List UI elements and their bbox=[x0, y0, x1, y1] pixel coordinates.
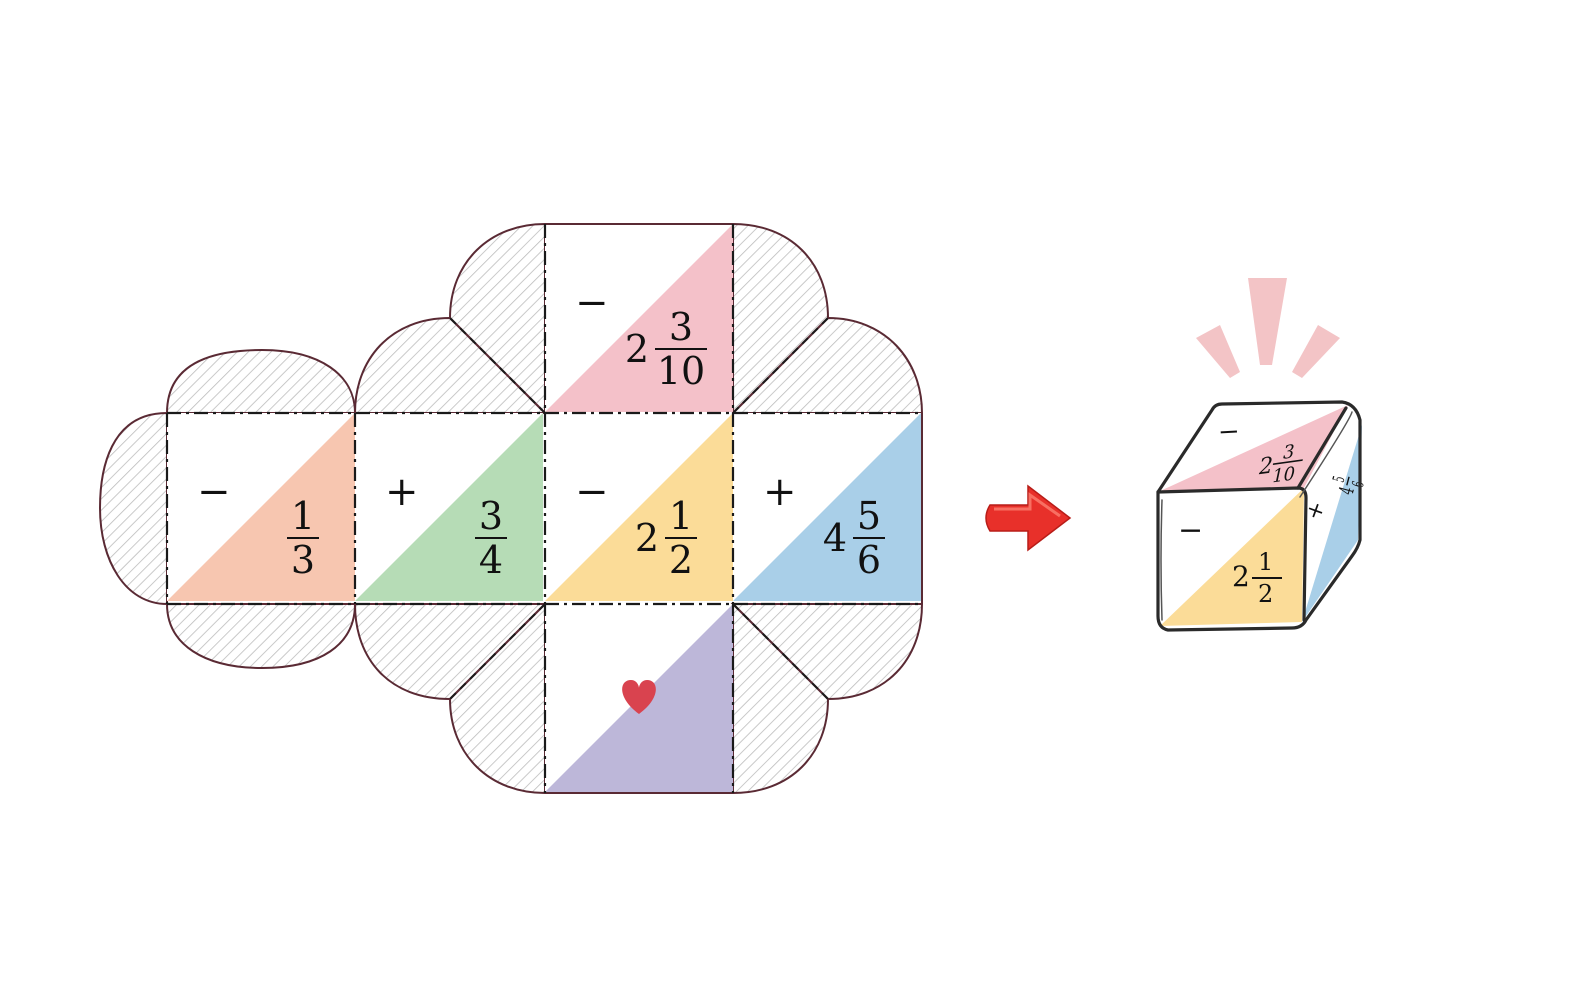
face-operator: − bbox=[575, 469, 609, 515]
face-colored-triangle bbox=[167, 413, 355, 601]
glue-flaps bbox=[98, 222, 924, 795]
cube-side-numerator: 5 bbox=[1330, 474, 1349, 484]
flap-top-right bbox=[732, 222, 830, 416]
cube-front-op: − bbox=[1178, 513, 1203, 548]
face-numerator: 3 bbox=[479, 494, 503, 538]
net-outline bbox=[545, 223, 923, 794]
fold-lines bbox=[165, 224, 922, 793]
face-operator: − bbox=[575, 280, 609, 326]
dice-illustration: − 2 3 10 + 4 5 6 − 2 1 bbox=[1156, 278, 1369, 632]
cube-front-whole: 2 bbox=[1232, 560, 1250, 593]
face-whole-number: 2 bbox=[625, 327, 649, 371]
face-denominator: 3 bbox=[291, 538, 315, 582]
cube-top-op: − bbox=[1217, 417, 1240, 448]
face-denominator: 10 bbox=[657, 349, 705, 393]
cube-top-denominator: 10 bbox=[1270, 463, 1297, 487]
face-numerator: 1 bbox=[669, 494, 693, 538]
face-colored-triangle bbox=[545, 413, 733, 601]
face-colored-triangle bbox=[733, 413, 921, 601]
burst-lines bbox=[1196, 278, 1340, 378]
flap-bottom-right bbox=[732, 601, 830, 795]
heart-icon bbox=[622, 680, 656, 714]
flap-face1-top bbox=[165, 348, 357, 414]
face-denominator: 2 bbox=[669, 538, 693, 582]
cube-front-numerator: 1 bbox=[1258, 548, 1273, 576]
face-whole-number: 2 bbox=[635, 516, 659, 560]
face-numerator: 1 bbox=[291, 494, 315, 538]
face-denominator: 4 bbox=[479, 538, 503, 582]
arrow-right-icon bbox=[985, 484, 1072, 552]
face-numerator: 3 bbox=[669, 305, 693, 349]
flap-face4-top bbox=[730, 316, 924, 414]
flap-top-left bbox=[448, 222, 546, 416]
face-2: +34 bbox=[355, 413, 543, 601]
cube-front-face: − 2 1 2 bbox=[1158, 488, 1304, 626]
face-bottom bbox=[545, 604, 733, 792]
face-1: − 13 bbox=[167, 413, 355, 601]
cube-top-whole: 2 bbox=[1256, 452, 1275, 480]
flap-face4-bottom bbox=[730, 603, 924, 701]
face-operator: + bbox=[763, 469, 797, 515]
face-colored-triangle bbox=[545, 224, 733, 412]
flap-bottom-left bbox=[448, 601, 546, 795]
face-operator: + bbox=[385, 469, 419, 515]
cube-outline bbox=[1156, 400, 1362, 632]
face-operator: − bbox=[197, 469, 231, 515]
flap-face1-bottom bbox=[165, 603, 357, 670]
face-denominator: 6 bbox=[857, 538, 881, 582]
face-numerator: 5 bbox=[857, 494, 881, 538]
cube-front-denominator: 2 bbox=[1258, 580, 1273, 608]
cube-top-numerator: 3 bbox=[1281, 441, 1297, 464]
face-colored-triangle bbox=[355, 413, 543, 601]
face-whole-number: 4 bbox=[823, 516, 847, 560]
flap-left bbox=[98, 411, 168, 606]
